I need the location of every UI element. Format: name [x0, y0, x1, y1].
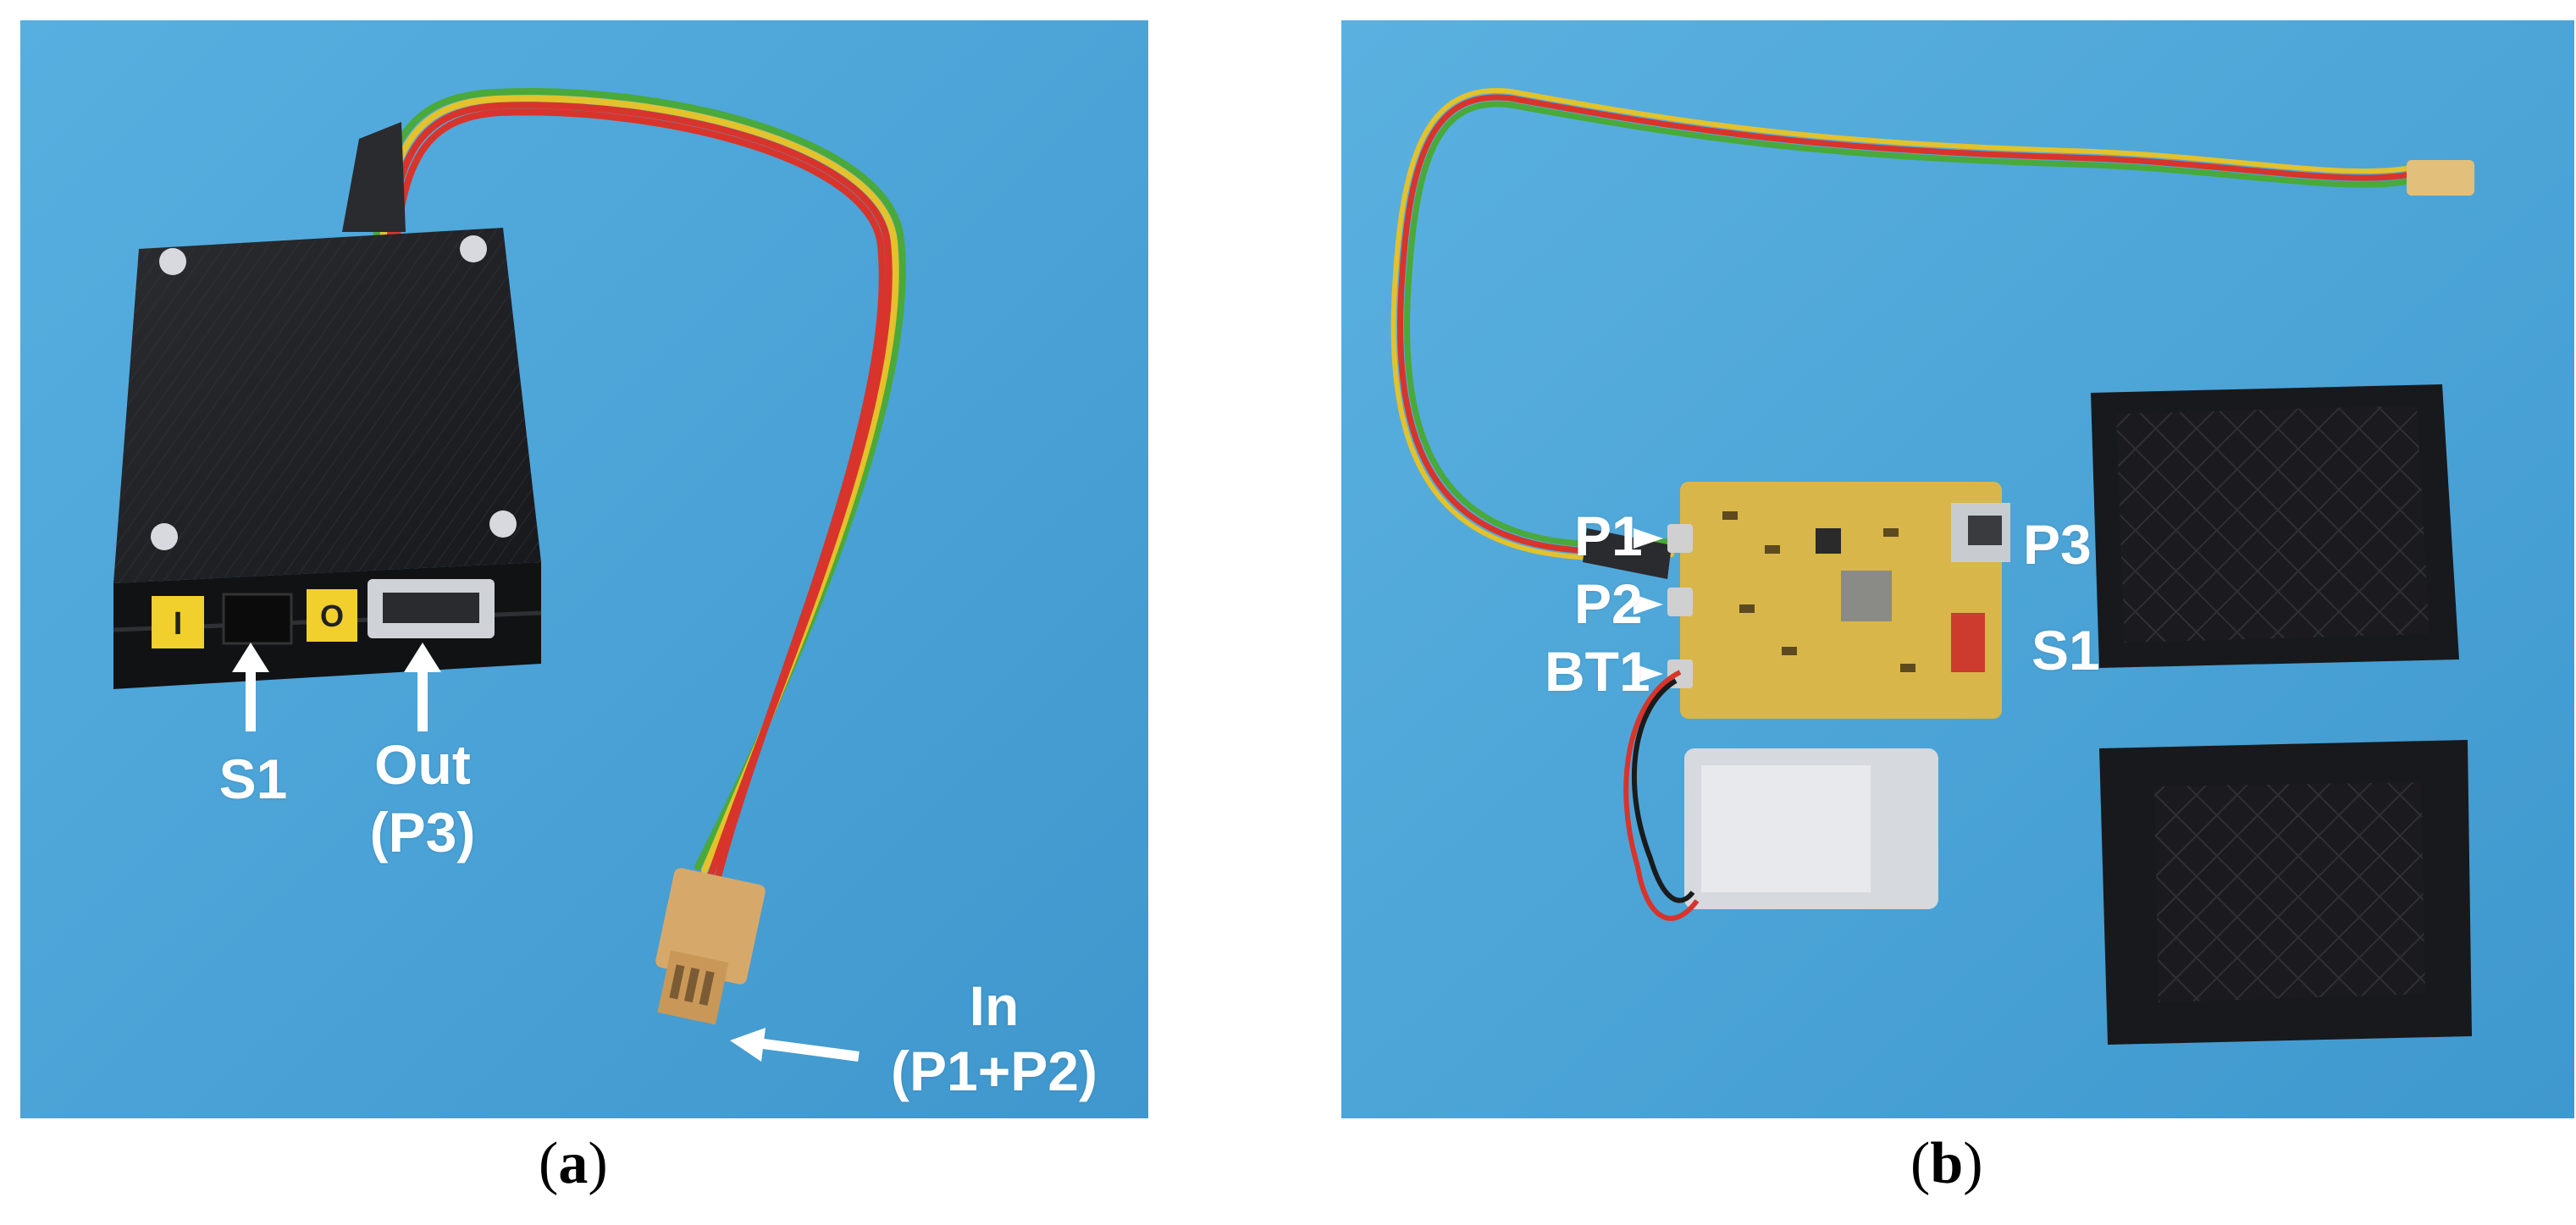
photo-panel-a: I O S1 O: [20, 20, 1148, 1118]
s1-label: S1: [218, 748, 288, 810]
input-connector: [655, 868, 766, 1025]
pcb-board: [1667, 482, 2010, 719]
enclosure-lid: [2091, 384, 2459, 668]
caption-a-letter: a: [558, 1131, 589, 1196]
p2-label: P2: [1574, 572, 1643, 635]
photo-b-illustration: [1341, 20, 2574, 1118]
out-label-line1: Out: [374, 733, 471, 796]
out-label-line2: (P3): [369, 801, 476, 864]
caption-a: (a): [539, 1131, 608, 1196]
p1-label: P1: [1574, 505, 1643, 567]
photo-a-illustration: I O: [20, 20, 1148, 1118]
lipo-battery: [1623, 670, 1938, 921]
p3-label: P3: [2023, 513, 2092, 576]
enclosure-base: [2099, 740, 2472, 1045]
switch-on-mark: I: [174, 606, 183, 642]
switch-off-mark: O: [320, 599, 344, 633]
caption-b: (b): [1910, 1131, 1983, 1196]
label-pointers-b: [1633, 528, 1663, 684]
in-label-line2: (P1+P2): [891, 1040, 1097, 1102]
label-arrows-a: [232, 643, 860, 1062]
ribbon-cable: [1390, 88, 2414, 579]
s1-label: S1: [2032, 619, 2100, 681]
usb-output-port: [368, 579, 495, 638]
bt1-label: BT1: [1545, 640, 1650, 703]
cable-connector: [2407, 160, 2474, 196]
ribbon-cable: [342, 88, 906, 880]
in-label-line1: In: [969, 974, 1020, 1037]
caption-b-letter: b: [1930, 1131, 1964, 1196]
photo-panel-b: P1 P2 BT1 P3 S1: [1341, 20, 2574, 1118]
power-switch: I O: [152, 589, 357, 648]
